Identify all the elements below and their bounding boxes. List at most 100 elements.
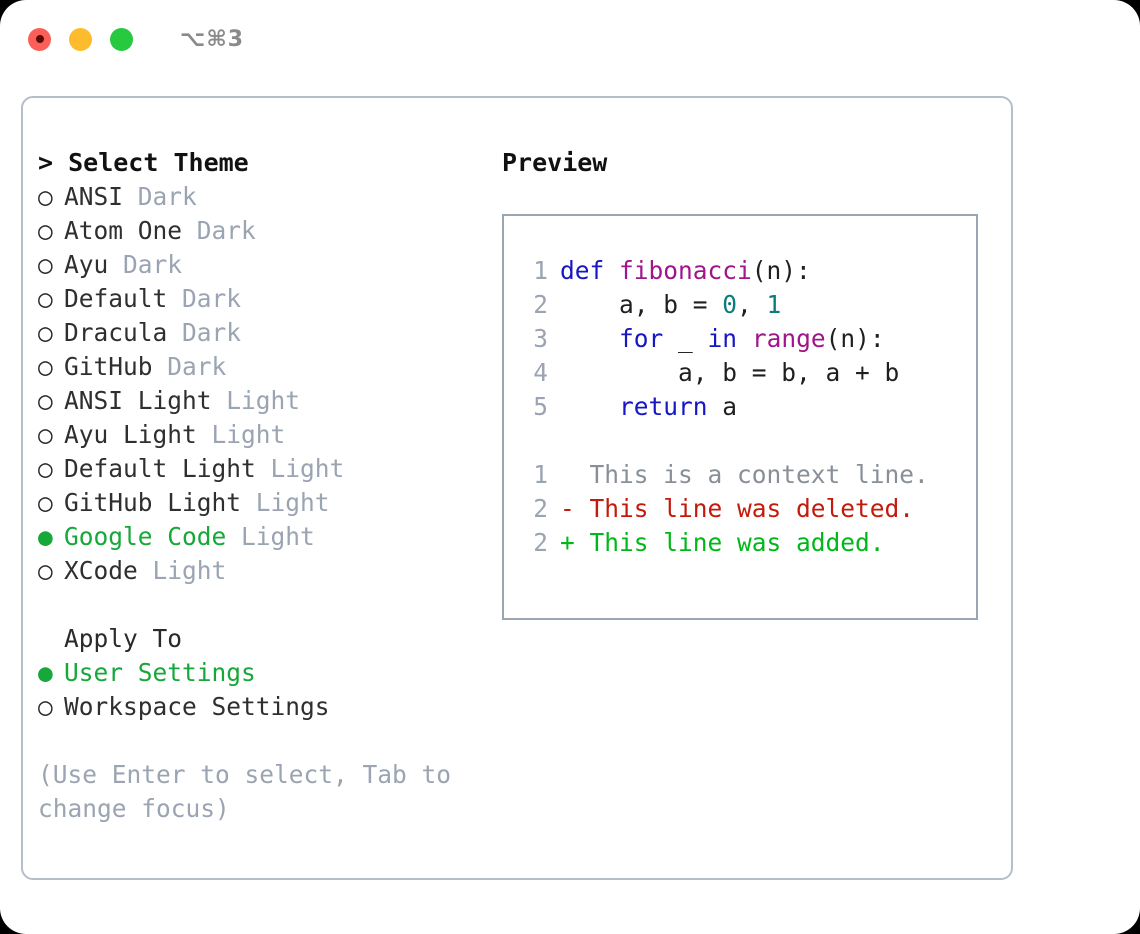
diff-block: 1 This is a context line.2- This line wa… — [522, 458, 970, 560]
code-line-text: for _ in range(n): — [560, 322, 885, 356]
radio-unselected-icon: ○ — [38, 182, 53, 211]
radio-unselected-icon: ○ — [38, 386, 53, 415]
theme-option-github[interactable]: ○ GitHub Dark — [38, 350, 493, 384]
diff-line-text: + This line was added. — [560, 528, 885, 557]
apply-to-section: Apply To ●User Settings○Workspace Settin… — [38, 622, 493, 724]
theme-option-ansi[interactable]: ○ ANSI Dark — [38, 180, 493, 214]
diff-line-ctx: 1 This is a context line. — [522, 458, 970, 492]
theme-option-ansi-light[interactable]: ○ ANSI Light Light — [38, 384, 493, 418]
code-token-fn: fibonacci — [619, 256, 752, 285]
diff-line-del: 2- This line was deleted. — [522, 492, 970, 526]
minimize-button[interactable] — [69, 27, 92, 51]
line-number: 3 — [533, 324, 548, 353]
line-number: 2 — [533, 290, 548, 319]
diff-line-text: - This line was deleted. — [560, 494, 915, 523]
code-token-pl: (n): — [825, 324, 885, 353]
code-line: 4 a, b = b, a + b — [522, 356, 970, 390]
theme-option-category: Dark — [167, 352, 227, 381]
theme-option-category: Dark — [137, 182, 197, 211]
code-token-fn: range — [751, 324, 826, 353]
theme-option-category: Dark — [181, 284, 241, 313]
line-number: 5 — [533, 392, 548, 421]
apply-to-option-label: Workspace Settings — [64, 692, 330, 721]
code-token-kw: in — [707, 324, 738, 353]
code-line: 5 return a — [522, 390, 970, 424]
line-number: 2 — [533, 528, 548, 557]
theme-option-default-light[interactable]: ○ Default Light Light — [38, 452, 493, 486]
code-line: 2 a, b = 0, 1 — [522, 288, 970, 322]
code-token-pl: , — [737, 290, 767, 319]
theme-option-label: GitHub — [64, 352, 153, 381]
theme-option-label: XCode — [64, 556, 138, 585]
theme-option-category: Light — [226, 386, 300, 415]
traffic-lights — [28, 27, 133, 51]
code-token-pl: a — [707, 392, 738, 421]
theme-list-header: > Select Theme — [38, 148, 249, 177]
theme-option-label: Ayu — [64, 250, 109, 279]
code-line: 3 for _ in range(n): — [522, 322, 970, 356]
theme-option-label: ANSI Light — [64, 386, 212, 415]
theme-option-category: Light — [211, 420, 286, 449]
radio-unselected-icon: ○ — [38, 454, 53, 483]
radio-unselected-icon: ○ — [38, 250, 53, 279]
theme-option-label: Default Light — [64, 454, 256, 483]
code-token-pl: _ — [663, 324, 708, 353]
code-token-pl — [737, 324, 752, 353]
radio-unselected-icon: ○ — [38, 216, 53, 245]
diff-line-text: This is a context line. — [560, 460, 929, 489]
close-button[interactable] — [28, 27, 51, 51]
theme-option-label: ANSI — [64, 182, 124, 211]
theme-option-category: Light — [240, 522, 315, 551]
code-token-pl: (n): — [751, 256, 811, 285]
radio-unselected-icon: ○ — [38, 420, 53, 449]
code-token-num: 1 — [766, 290, 782, 319]
theme-option-category: Dark — [122, 250, 182, 279]
theme-option-label: Default — [64, 284, 168, 313]
line-number: 1 — [533, 256, 548, 285]
radio-unselected-icon: ○ — [38, 318, 53, 347]
code-token-pl — [560, 392, 619, 421]
apply-to-option-workspace-settings[interactable]: ○ Workspace Settings — [38, 690, 493, 724]
code-line-text: def fibonacci(n): — [560, 254, 811, 288]
radio-unselected-icon: ○ — [38, 692, 53, 721]
theme-option-category: Light — [270, 454, 345, 483]
theme-option-category: Dark — [181, 318, 241, 347]
keyboard-hint: (Use Enter to select, Tab to change focu… — [38, 760, 466, 823]
apply-to-option-list: ●User Settings○ Workspace Settings — [38, 656, 493, 724]
code-token-pl: a, b = — [560, 290, 723, 319]
theme-option-ayu[interactable]: ○ Ayu Dark — [38, 248, 493, 282]
radio-unselected-icon: ○ — [38, 352, 53, 381]
apply-to-option-user-settings[interactable]: ●User Settings — [38, 656, 493, 690]
theme-option-category: Dark — [196, 216, 256, 245]
code-spacer — [522, 424, 970, 458]
code-line: 1 def fibonacci(n): — [522, 254, 970, 288]
code-token-kw: return — [619, 392, 708, 421]
line-number: 1 — [533, 460, 548, 489]
diff-line-add: 2 + This line was added. — [522, 526, 970, 560]
theme-option-category: Light — [255, 488, 330, 517]
apply-to-option-label: User Settings — [64, 658, 256, 687]
code-token-pl: a, b = b, a + b — [560, 358, 900, 387]
theme-option-label: Google Code — [64, 522, 227, 551]
code-token-pl — [560, 324, 619, 353]
radio-unselected-icon: ○ — [38, 488, 53, 517]
preview-title: Preview — [502, 148, 608, 177]
code-token-kw: def — [560, 256, 620, 285]
code-token-kw: for — [619, 324, 664, 353]
maximize-button[interactable] — [110, 27, 133, 51]
code-line-text: return a — [560, 390, 737, 424]
